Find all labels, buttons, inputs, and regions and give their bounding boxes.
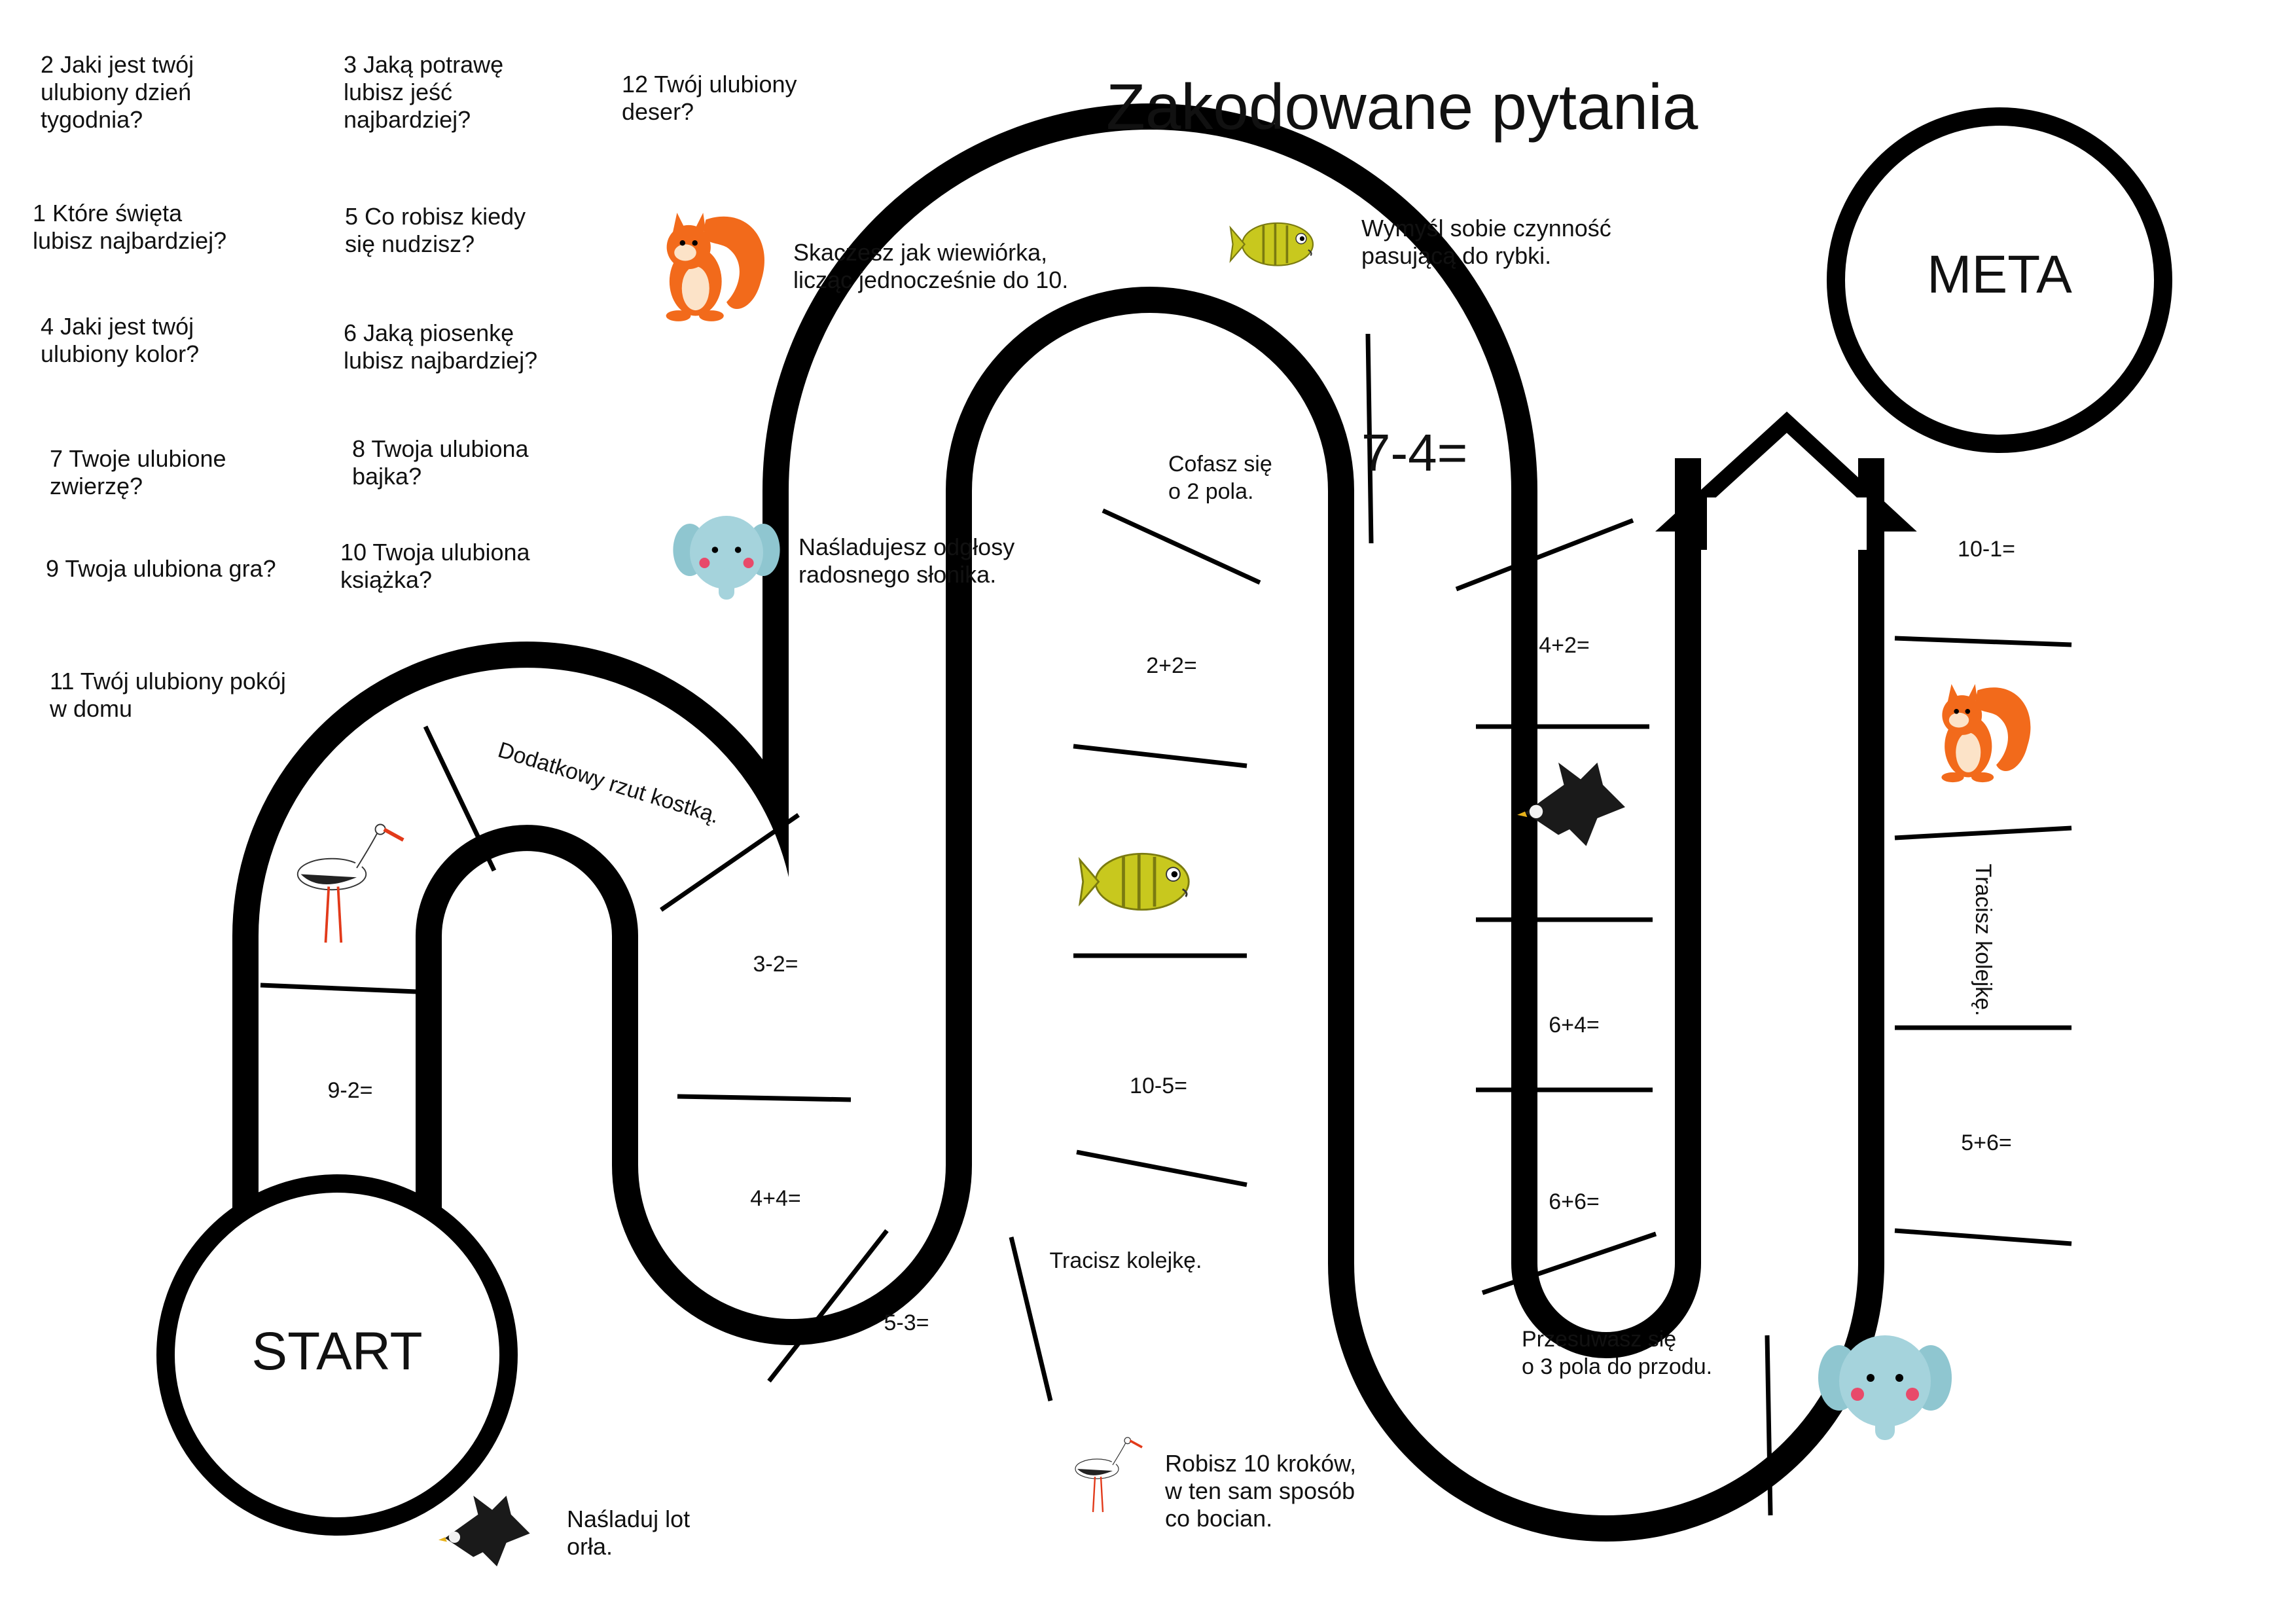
- cell-7[interactable]: Tracisz kolejkę.: [1049, 1248, 1202, 1273]
- cell-12[interactable]: 7-4=: [1361, 424, 1468, 482]
- cell-20[interactable]: Tracisz kolejkę.: [1971, 863, 1996, 1017]
- cell-squirrel-icon: [1941, 684, 2031, 783]
- start-label: START: [251, 1322, 423, 1381]
- eagle-icon: [438, 1496, 530, 1566]
- question-10: 10 Twoja ulubiona książka?: [340, 539, 530, 593]
- start-circle[interactable]: [156, 1174, 518, 1536]
- legend-elephant-text: Naśladujesz odgłosy radosnego słonika.: [798, 533, 1015, 588]
- legend-eagle-text: Naśladuj lot orła.: [567, 1506, 691, 1560]
- question-2: 2 Jaki jest twój ulubiony dzień tygodnia…: [41, 51, 194, 133]
- legend-squirrel-text: Skaczesz jak wiewiórka, licząc jednocześ…: [793, 239, 1069, 293]
- cell-15[interactable]: 6+4=: [1549, 1013, 1600, 1038]
- cell-dividers: [260, 333, 2072, 1516]
- question-4: 4 Jaki jest twój ulubiony kolor?: [41, 313, 200, 367]
- question-7: 7 Twoje ulubione zwierzę?: [50, 445, 226, 499]
- cell-5[interactable]: 4+4=: [750, 1186, 801, 1211]
- question-1: 1 Które święta lubisz najbardziej?: [33, 200, 227, 254]
- cell-11[interactable]: Cofasz się o 2 pola.: [1168, 452, 1272, 504]
- question-3: 3 Jaką potrawę lubisz jeść najbardziej?: [344, 51, 504, 133]
- question-12: 12 Twój ulubiony deser?: [622, 71, 797, 125]
- question-8: 8 Twoja ulubiona bajka?: [352, 435, 529, 490]
- cell-fish-icon: [1080, 854, 1189, 910]
- cell-16[interactable]: 6+6=: [1549, 1189, 1600, 1214]
- question-5: 5 Co robisz kiedy się nudzisz?: [345, 203, 526, 257]
- squirrel-icon: [666, 213, 764, 321]
- cell-17[interactable]: Przesuwasz się o 3 pola do przodu.: [1522, 1327, 1713, 1379]
- cell-4[interactable]: 3-2=: [753, 952, 798, 977]
- question-6: 6 Jaką piosenkę lubisz najbardziej?: [344, 319, 538, 374]
- legend-stork-text: Robisz 10 kroków, w ten sam sposób co bo…: [1165, 1450, 1357, 1532]
- track-path-inner: [259, 130, 1858, 1515]
- question-9: 9 Twoja ulubiona gra?: [46, 555, 276, 582]
- cell-8[interactable]: 10-5=: [1130, 1074, 1187, 1098]
- meta-circle[interactable]: [1827, 107, 2172, 453]
- page-title: Zakodowane pytania: [1106, 71, 1698, 143]
- stork-icon: [1075, 1437, 1142, 1512]
- cell-6[interactable]: 5-3=: [884, 1310, 929, 1335]
- cell-1[interactable]: 9-2=: [327, 1078, 373, 1103]
- meta-label: META: [1927, 245, 2072, 304]
- legend-fish-text: Wymyśl sobie czynność pasującą do rybki.: [1361, 215, 1611, 269]
- cell-10[interactable]: 2+2=: [1146, 653, 1197, 678]
- cell-19[interactable]: 5+6=: [1961, 1130, 2012, 1155]
- cell-elephant-icon: [1818, 1335, 1952, 1440]
- cell-13[interactable]: 4+2=: [1539, 633, 1590, 658]
- question-11: 11 Twój ulubiony pokój w domu: [50, 668, 286, 722]
- cell-22[interactable]: 10-1=: [1958, 537, 2015, 562]
